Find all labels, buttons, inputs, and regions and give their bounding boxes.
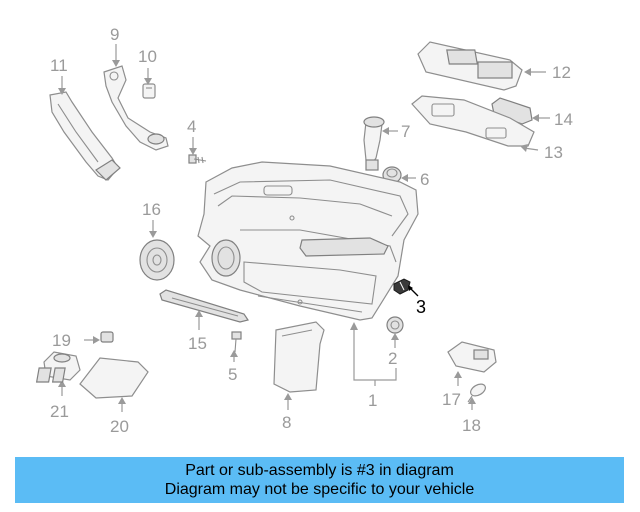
- callout-7[interactable]: 7: [401, 122, 410, 141]
- callout-1[interactable]: 1: [368, 391, 377, 410]
- part-16-speaker[interactable]: [139, 239, 175, 281]
- callout-6[interactable]: 6: [420, 170, 429, 189]
- part-5-screw[interactable]: [231, 331, 242, 353]
- callout-18[interactable]: 18: [462, 416, 481, 435]
- banner-line-2: Diagram may not be specific to your vehi…: [164, 481, 475, 498]
- callout-21[interactable]: 21: [50, 402, 69, 421]
- part-20-switch-assembly[interactable]: [35, 357, 149, 399]
- callout-16[interactable]: 16: [142, 200, 161, 219]
- callout-2[interactable]: 2: [388, 349, 397, 368]
- part-7-lock-knob[interactable]: [363, 116, 385, 171]
- callout-12[interactable]: 12: [552, 63, 571, 82]
- parts-diagram: 1 2 3 4 5 6 7 8 9 10 11 12 13 14 15 16 1…: [35, 25, 573, 436]
- part-17-lamp[interactable]: [447, 341, 497, 373]
- callout-8[interactable]: 8: [282, 413, 291, 432]
- part-9-handle-bracket[interactable]: [103, 65, 169, 151]
- banner-line-1: Part or sub-assembly is #3 in diagram: [185, 462, 454, 479]
- part-8-pocket[interactable]: [273, 321, 325, 393]
- callout-10[interactable]: 10: [138, 47, 157, 66]
- part-13-switch-bezel[interactable]: [411, 95, 535, 147]
- part-10-clip[interactable]: [142, 83, 156, 99]
- part-15-lower-strip[interactable]: [159, 289, 249, 323]
- callout-4[interactable]: 4: [187, 117, 196, 136]
- part-1-door-trim-panel[interactable]: [197, 161, 419, 321]
- part-2-grommet[interactable]: [386, 316, 404, 334]
- callout-15[interactable]: 15: [188, 334, 207, 353]
- part-19-clip[interactable]: [100, 331, 114, 343]
- part-18-bulb[interactable]: [467, 382, 487, 403]
- part-3-clip[interactable]: [393, 278, 411, 295]
- callout-11[interactable]: 11: [50, 56, 68, 75]
- callout-9[interactable]: 9: [110, 25, 119, 44]
- part-12-switch-panel[interactable]: [417, 41, 523, 91]
- part-4-screw[interactable]: [188, 154, 207, 164]
- info-banner: Part or sub-assembly is #3 in diagram Di…: [15, 457, 624, 503]
- callout-20[interactable]: 20: [110, 417, 129, 436]
- part-11-pull-handle[interactable]: [49, 91, 121, 181]
- callout-17[interactable]: 17: [442, 390, 461, 409]
- callout-19[interactable]: 19: [52, 331, 71, 350]
- part-21-switch[interactable]: [43, 351, 81, 381]
- callout-13[interactable]: 13: [544, 143, 563, 162]
- callout-5[interactable]: 5: [228, 365, 237, 384]
- callout-14[interactable]: 14: [554, 110, 573, 129]
- callout-3[interactable]: 3: [416, 297, 426, 317]
